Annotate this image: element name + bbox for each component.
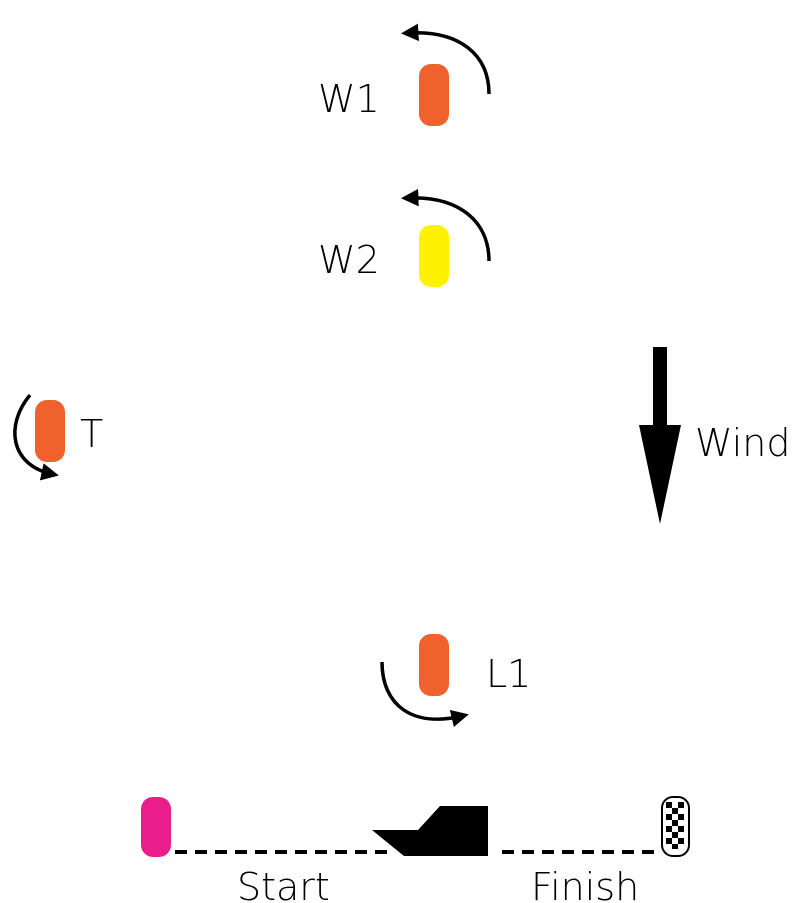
mark-l1: L1	[380, 634, 531, 727]
mark-t-label: T	[80, 412, 103, 456]
rounding-arrow-icon	[13, 393, 59, 481]
start-finish-line: Start Finish	[141, 796, 690, 903]
mark-t-buoy	[35, 400, 65, 462]
rounding-arrow-icon	[401, 23, 491, 95]
mark-t: T	[13, 393, 103, 481]
wind-arrow-shaft	[653, 347, 667, 425]
rounding-arrow-icon	[401, 188, 491, 262]
mark-w1-label: W1	[318, 77, 380, 121]
mark-w2: W2	[318, 188, 491, 287]
pin-end-buoy	[141, 797, 171, 857]
mark-l1-buoy	[419, 634, 449, 696]
mark-w1-buoy	[419, 64, 449, 126]
rounding-arrow-icon	[380, 661, 469, 727]
checkered-flag-icon	[666, 802, 684, 849]
wind-label: Wind	[695, 421, 791, 465]
mark-w2-label: W2	[318, 238, 380, 282]
mark-w2-buoy	[419, 225, 449, 287]
wind-arrow-icon	[639, 425, 681, 524]
mark-w1: W1	[318, 23, 491, 126]
finish-buoy	[661, 796, 690, 857]
committee-boat-icon	[372, 806, 488, 856]
finish-label: Finish	[531, 865, 639, 903]
mark-l1-label: L1	[486, 652, 531, 696]
start-label: Start	[237, 865, 330, 903]
wind-indicator: Wind	[639, 347, 791, 524]
